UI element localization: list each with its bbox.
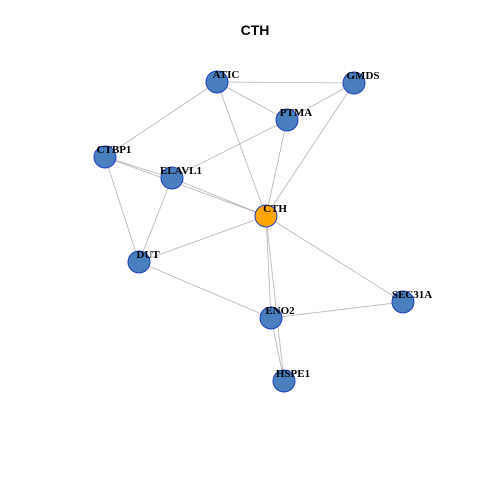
edges-layer [104,81,404,382]
node-hspe1: HSPE1 [272,368,310,393]
node-label: CTH [263,203,287,215]
node-circle [205,70,229,94]
node-circle [160,166,184,190]
node-label: ELAVL1 [160,165,202,177]
edge-atic-ptma [216,81,288,121]
edge-ctbp1-elavl1 [104,156,173,179]
node-eno2: ENO2 [259,305,295,330]
node-label: SEC31A [392,289,432,301]
edge-dut-eno2 [138,261,272,319]
node-label: GMDS [347,70,380,82]
edge-ctbp1-cth [104,156,267,217]
node-cth: CTH [254,203,287,228]
edge-atic-gmds [216,81,355,84]
edge-cth-hspe1 [265,215,285,382]
edge-elavl1-cth [171,177,267,217]
edge-elavl1-dut [138,177,173,263]
edge-ptma-elavl1 [171,119,288,179]
edge-atic-ctbp1 [104,81,218,158]
node-circle [342,71,366,95]
node-label: DUT [136,249,160,261]
edge-cth-sec31a [265,215,404,303]
edge-ptma-cth [265,119,288,217]
node-circle [93,145,117,169]
node-circle [254,204,278,228]
node-gmds: GMDS [342,70,380,95]
node-circle [272,369,296,393]
node-label: PTMA [280,107,312,119]
node-label: HSPE1 [276,368,310,380]
node-label: CTBP1 [97,144,132,156]
node-dut: DUT [127,249,160,274]
node-circle [127,250,151,274]
node-elavl1: ELAVL1 [160,165,202,190]
node-label: ATIC [213,69,240,81]
node-circle [391,290,415,314]
node-ctbp1: CTBP1 [93,144,132,169]
edge-cth-eno2 [265,215,272,319]
edge-gmds-ptma [286,82,355,121]
node-sec31a: SEC31A [391,289,432,314]
node-label: ENO2 [265,305,295,317]
node-ptma: PTMA [275,107,312,132]
node-circle [275,108,299,132]
node-circle [259,306,283,330]
edge-eno2-sec31a [270,301,404,319]
node-atic: ATIC [205,69,240,94]
edge-cth-dut [138,215,267,263]
edge-ctbp1-dut [104,156,140,263]
edge-atic-cth [216,81,267,217]
graph-title: CTH [241,22,270,38]
edge-gmds-cth [265,82,355,217]
